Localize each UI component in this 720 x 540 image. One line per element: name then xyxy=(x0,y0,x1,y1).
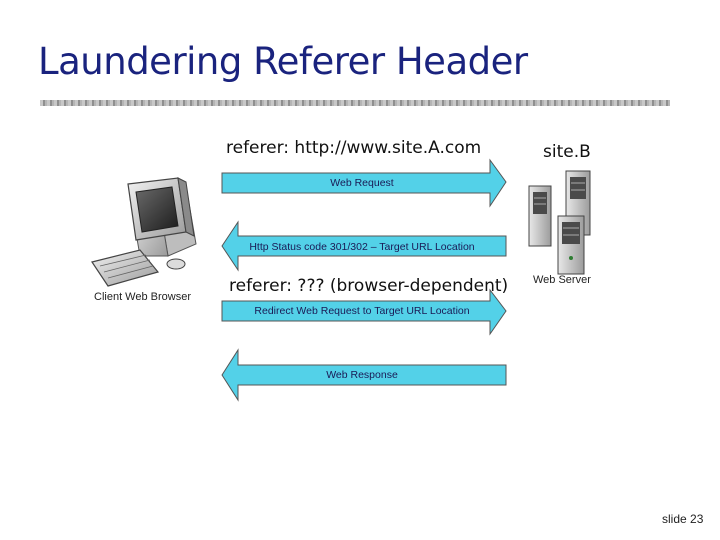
referer-top-label: referer: http://www.site.A.com xyxy=(226,138,482,158)
server-label: Web Server xyxy=(533,274,591,286)
referer-bottom-label: referer: ??? (browser-dependent) xyxy=(229,276,509,296)
arrow-web-response: Web Response xyxy=(221,348,507,402)
client-label: Client Web Browser xyxy=(94,291,191,303)
arrow-label: Web Response xyxy=(326,369,398,381)
arrow-label: Redirect Web Request to Target URL Locat… xyxy=(254,305,469,317)
desktop-computer-icon xyxy=(91,177,197,287)
slide-number: slide 23 xyxy=(662,512,704,526)
arrow-label: Web Request xyxy=(330,177,394,189)
title-divider xyxy=(40,100,670,106)
arrow-redirect-status: Http Status code 301/302 – Target URL Lo… xyxy=(221,220,507,272)
arrow-label: Http Status code 301/302 – Target URL Lo… xyxy=(249,241,474,253)
server-tower-icon xyxy=(528,170,591,275)
slide-title: Laundering Referer Header xyxy=(38,40,528,83)
arrow-web-request: Web Request xyxy=(221,158,507,208)
arrow-redirected-request: Redirect Web Request to Target URL Locat… xyxy=(221,288,507,336)
site-b-label: site.B xyxy=(543,142,591,162)
